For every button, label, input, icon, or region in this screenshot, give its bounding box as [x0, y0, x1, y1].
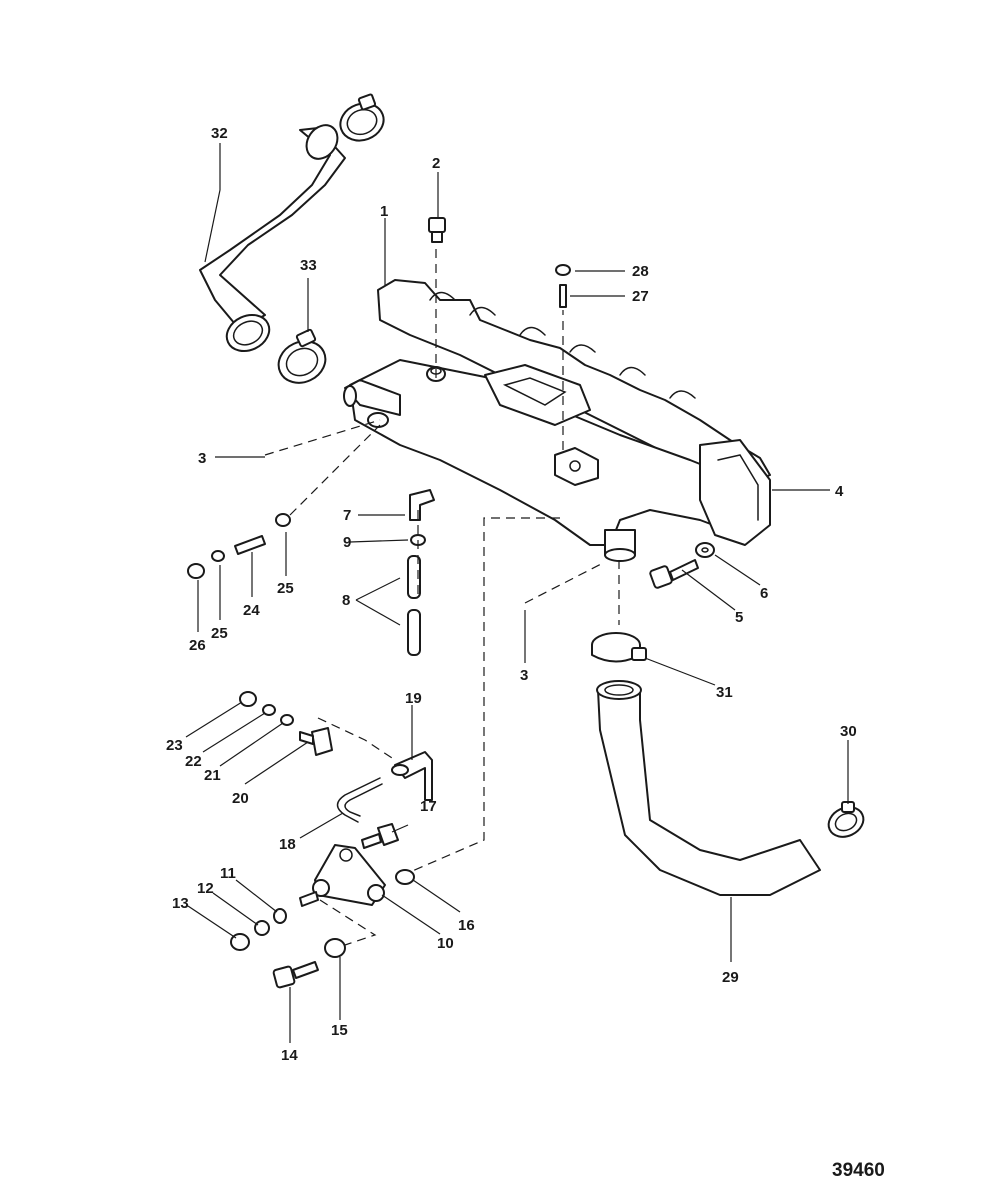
figure-number: 39460 [832, 1160, 885, 1181]
callout-4: 4 [835, 483, 844, 500]
washer-11 [273, 908, 287, 924]
callout-31: 31 [716, 684, 733, 701]
plug-2 [428, 217, 446, 243]
callout-27: 27 [632, 288, 649, 305]
callout-6: 6 [760, 585, 768, 602]
washer-16 [395, 869, 415, 885]
tube-8-upper [407, 555, 421, 599]
leader-lines [185, 143, 849, 1043]
stud-on-bracket [299, 891, 319, 907]
callout-24: 24 [243, 602, 260, 619]
callout-8: 8 [342, 592, 350, 609]
callout-29: 29 [722, 969, 739, 986]
callout-22: 22 [185, 753, 202, 770]
hose-clamp-30 [827, 801, 865, 838]
hose-clamp-33 [277, 328, 327, 384]
callout-30: 30 [840, 723, 857, 740]
callout-1: 1 [380, 203, 388, 220]
stud-27 [559, 284, 567, 308]
assembly-lines [264, 244, 620, 946]
block-20 [299, 727, 333, 756]
callout-33: 33 [300, 257, 317, 274]
tube-8-lower [407, 609, 421, 656]
callout-12: 12 [197, 880, 214, 897]
callout-32: 32 [211, 125, 228, 142]
washer-25-lower [211, 550, 225, 562]
callout-5: 5 [735, 609, 743, 626]
callout-28: 28 [632, 263, 649, 280]
elbow-fitting-7 [409, 489, 435, 521]
washer-25-upper [275, 513, 291, 527]
bracket-19 [391, 751, 433, 801]
callout-3-upper: 3 [198, 450, 206, 467]
nut-23 [239, 691, 257, 707]
callout-3-lower: 3 [520, 667, 528, 684]
callout-10: 10 [437, 935, 454, 952]
callout-17: 17 [420, 798, 437, 815]
hose-clamp-top [339, 93, 385, 142]
nut-28 [555, 264, 571, 276]
callout-14: 14 [281, 1047, 298, 1064]
washer-15 [324, 938, 346, 958]
callout-labels: 1 2 3 3 4 5 6 7 8 9 10 11 12 13 14 15 16… [166, 125, 857, 1064]
hose-clamp-31 [591, 632, 647, 663]
callout-21: 21 [204, 767, 221, 784]
callout-15: 15 [331, 1022, 348, 1039]
washer-6 [695, 542, 715, 558]
callout-18: 18 [279, 836, 296, 853]
callout-25-lower: 25 [211, 625, 228, 642]
callout-9: 9 [343, 534, 351, 551]
callout-20: 20 [232, 790, 249, 807]
callout-19: 19 [405, 690, 422, 707]
callout-23: 23 [166, 737, 183, 754]
washer-21 [280, 714, 294, 726]
callout-11: 11 [220, 865, 236, 882]
upper-hose-32 [199, 124, 346, 352]
callout-26: 26 [189, 637, 206, 654]
bolt-14 [272, 961, 319, 989]
bolt-5 [649, 559, 699, 589]
lower-hose-29 [596, 680, 821, 896]
callout-2: 2 [432, 155, 440, 172]
callout-25-upper: 25 [277, 580, 294, 597]
nut-26 [187, 563, 205, 579]
u-bolt-18 [336, 777, 383, 823]
stud-24 [234, 535, 266, 555]
fitting-17 [361, 823, 399, 849]
washer-22 [262, 704, 276, 716]
mounting-bracket-10 [312, 844, 386, 906]
callout-7: 7 [343, 507, 351, 524]
callout-16: 16 [458, 917, 475, 934]
washer-12 [254, 920, 270, 936]
callout-13: 13 [172, 895, 189, 912]
water-manifold-body [343, 279, 771, 562]
